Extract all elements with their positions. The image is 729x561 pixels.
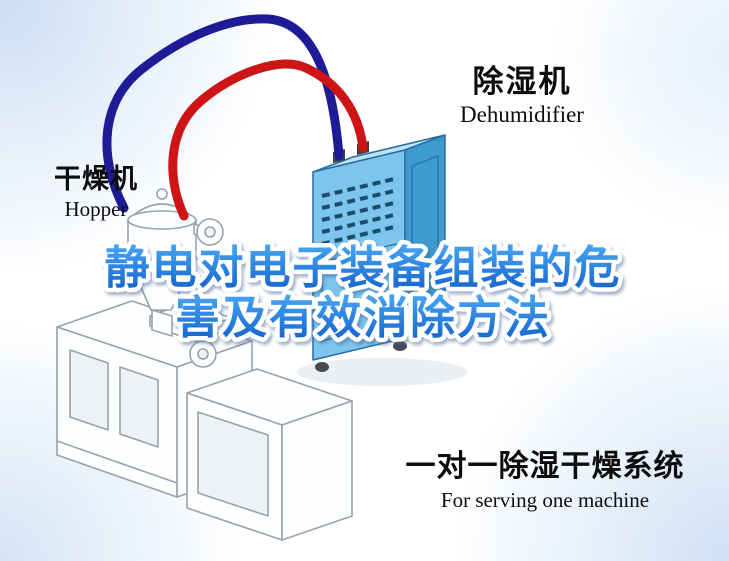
dehumidifier-side-face: [404, 134, 446, 339]
hopper-knob: [156, 188, 168, 200]
extruder-panel-2: [119, 366, 159, 448]
pipe-blue: [102, 14, 344, 213]
dehumidifier-door-seam: [321, 243, 397, 342]
vent-grille: [321, 176, 399, 246]
dehumidifier-illustration: [312, 134, 446, 372]
dehumidifier-caster: [393, 341, 407, 351]
extruder-kickplate-line: [56, 440, 178, 484]
hopper-illustration: [127, 188, 224, 337]
system-label: 一对一除湿干燥系统 For serving one machine: [390, 450, 700, 512]
dehumidifier-label-zh: 除湿机: [472, 64, 572, 99]
hopper-label-en: Hopper: [64, 197, 128, 222]
hopper-label-zh: 干燥机: [54, 164, 138, 194]
dehumidifier-ground-shadow: [297, 358, 467, 386]
dehumidifier-label: 除湿机 Dehumidifier: [432, 64, 612, 128]
hopper-label: 干燥机 Hopper: [50, 164, 142, 221]
pipe-red: [168, 59, 368, 221]
cabinet-side-face: [281, 400, 353, 541]
hopper-body: [127, 220, 197, 266]
dehumidifier-caster: [315, 362, 329, 372]
system-label-en: For serving one machine: [440, 487, 650, 512]
dehumidifier-side-panel: [411, 155, 439, 315]
extruder-panel-1: [69, 349, 109, 431]
extruder-illustration: [56, 300, 353, 541]
hopper-neck: [151, 309, 173, 337]
dehumidifier-label-en: Dehumidifier: [460, 101, 584, 127]
cabinet-door: [197, 411, 269, 517]
system-label-zh: 一对一除湿干燥系统: [405, 450, 685, 483]
